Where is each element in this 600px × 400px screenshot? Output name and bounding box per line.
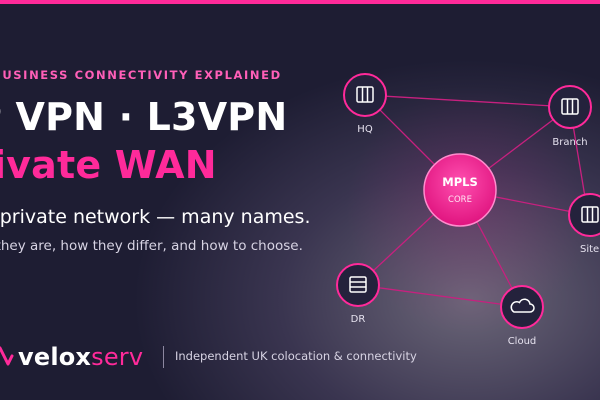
brand-mark-icon — [0, 346, 14, 366]
brand-name-part-1: velox — [18, 343, 92, 371]
node-label-site: Site — [580, 244, 599, 255]
eyebrow-text: BUSINESS CONNECTIVITY EXPLAINED — [0, 68, 282, 82]
core-subtitle: CORE — [448, 195, 472, 205]
node-label-dr: DR — [351, 314, 366, 325]
headline-line-1: P VPN · L3VPN — [0, 95, 288, 139]
link-hq-branch — [364, 94, 571, 108]
brand-logo: veloxserv — [0, 340, 143, 374]
node-site: Site — [568, 193, 600, 255]
server-icon — [349, 276, 367, 293]
brand-tagline: Independent UK colocation & connectivity — [175, 349, 417, 363]
building-icon — [356, 86, 374, 103]
brand-name-part-2: serv — [91, 343, 144, 371]
subtitle: e private network — many names. — [0, 206, 311, 228]
core-title: MPLS — [442, 175, 477, 189]
node-branch: Branch — [548, 85, 592, 148]
link-dr-cloud — [357, 284, 523, 308]
mpls-core-node: MPLS CORE — [423, 153, 497, 227]
building-icon — [581, 206, 599, 223]
brand-divider — [163, 346, 164, 368]
description: t they are, how they differ, and how to … — [0, 238, 303, 254]
node-cloud: Cloud — [500, 285, 544, 347]
brand-wordmark: veloxserv — [18, 343, 143, 371]
cloud-icon — [510, 298, 535, 313]
node-label-branch: Branch — [552, 137, 587, 148]
headline-line-2: rivate WAN — [0, 143, 217, 187]
node-label-hq: HQ — [357, 124, 373, 135]
building-icon — [561, 98, 579, 115]
node-label-cloud: Cloud — [508, 336, 537, 347]
node-hq: HQ — [343, 73, 387, 135]
node-dr: DR — [336, 263, 380, 325]
top-accent-bar — [0, 0, 600, 4]
